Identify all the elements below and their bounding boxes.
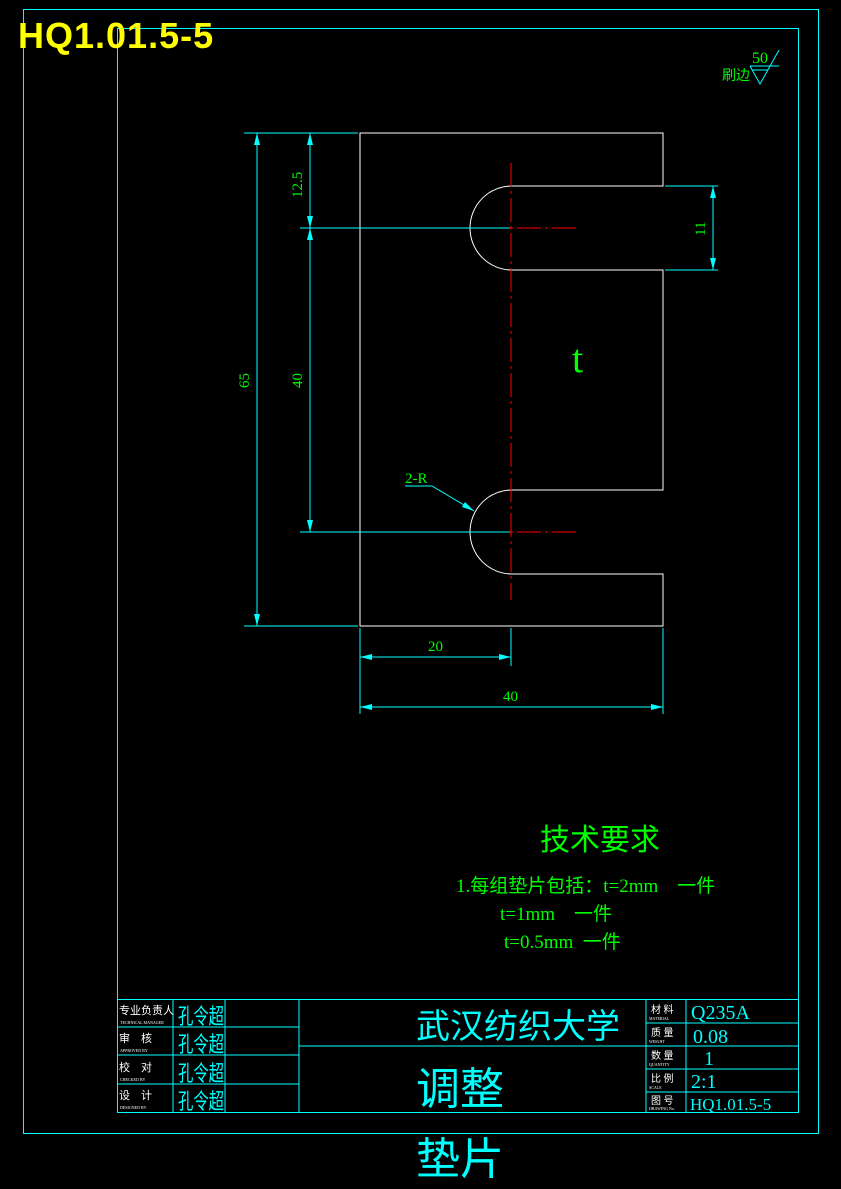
dim-slot-offset: 12.5 (290, 172, 306, 198)
role-tech-manager: 专业负责人 (119, 1003, 174, 1017)
name-checked: 孔令超 (178, 1061, 224, 1086)
technical-requirements: 技术要求 1.每组垫片包括：t=2mm 一件 t=1mm 一件 t=0.5mm … (456, 824, 715, 953)
inner-frame (117, 28, 799, 1113)
sheet-frames (23, 9, 819, 1134)
prop-label-material-en: MATERIAL (649, 1016, 670, 1021)
dim-slot-depth: 20 (428, 639, 443, 655)
name-tech-manager: 孔令超 (178, 1004, 224, 1029)
tech-req-title: 技术要求 (540, 824, 660, 857)
finish-check-icon (749, 49, 780, 86)
drawing-number-header: HQ1.01.5-5 (18, 15, 214, 56)
name-designed: 孔令超 (178, 1089, 224, 1114)
role-approved: 审 核 (119, 1031, 152, 1045)
role-checked-en: CHECKED BY (120, 1077, 146, 1082)
part-name-line-2: 垫片 (416, 1135, 504, 1184)
outer-frame (23, 9, 819, 1134)
dim-overall-height: 65 (237, 373, 253, 388)
surface-finish-value: 50 (752, 50, 768, 67)
radius-leader (405, 485, 475, 512)
tech-req-line-2: t=1mm 一件 (500, 903, 612, 925)
prop-label-quantity: 数 量 (651, 1049, 674, 1062)
prop-value-material: Q235A (691, 1002, 750, 1024)
shim-profile (359, 132, 664, 627)
property-cells: 材 料 MATERIAL Q235A 质 量 WEIGHT 0.08 数 量 Q… (649, 1002, 771, 1114)
prop-label-drawing-no-en: DRAWING No. (649, 1106, 675, 1111)
title-block-border (117, 999, 799, 1113)
dimension-lines (244, 132, 718, 714)
surface-finish-label: 刷边 (722, 68, 750, 84)
dim-slot-width: 11 (693, 222, 709, 236)
tech-req-line-3: t=0.5mm 一件 (504, 931, 621, 953)
dimension-arrows (254, 133, 716, 710)
prop-label-weight-en: WEIGHT (649, 1039, 665, 1044)
role-designed-en: DESIGNED BY (120, 1105, 147, 1110)
surface-finish-symbol: 50 刷边 (722, 49, 780, 86)
prop-value-drawing-no: HQ1.01.5-5 (690, 1095, 771, 1114)
title-block-grid (117, 999, 799, 1113)
prop-label-material: 材 料 (651, 1003, 674, 1016)
radius-note: 2-R (405, 471, 428, 487)
part-name-line-1: 调整 (416, 1065, 504, 1114)
prop-value-quantity: 1 (704, 1048, 714, 1070)
signature-rows: 专业负责人 TECHNICAL MANAGER 孔令超 审 核 APPROVED… (119, 1003, 224, 1114)
prop-label-scale: 比 例 (651, 1072, 674, 1085)
thickness-symbol: t (572, 336, 583, 381)
organization-name: 武汉纺织大学 (416, 1008, 620, 1046)
prop-label-quantity-en: QUANTITY (649, 1062, 670, 1067)
part-outline (359, 132, 664, 627)
name-approved: 孔令超 (178, 1032, 224, 1057)
prop-label-drawing-no: 图 号 (651, 1095, 674, 1107)
role-tech-manager-en: TECHNICAL MANAGER (120, 1020, 164, 1025)
dimension-texts: 65 12.5 40 11 20 40 2-R t (237, 172, 709, 705)
prop-value-weight: 0.08 (693, 1026, 728, 1048)
tech-req-line-1: 1.每组垫片包括：t=2mm 一件 (456, 875, 715, 897)
prop-value-scale: 2:1 (691, 1071, 717, 1093)
dim-overall-width: 40 (503, 689, 518, 705)
dim-slot-spacing: 40 (290, 373, 306, 388)
role-designed: 设 计 (119, 1089, 152, 1102)
prop-label-weight: 质 量 (651, 1027, 674, 1039)
center-lines (447, 163, 576, 600)
prop-label-scale-en: SCALE (649, 1085, 662, 1090)
role-checked: 校 对 (119, 1060, 152, 1074)
role-approved-en: APPROVED BY (120, 1048, 148, 1053)
title-block: 专业负责人 TECHNICAL MANAGER 孔令超 审 核 APPROVED… (117, 999, 799, 1184)
